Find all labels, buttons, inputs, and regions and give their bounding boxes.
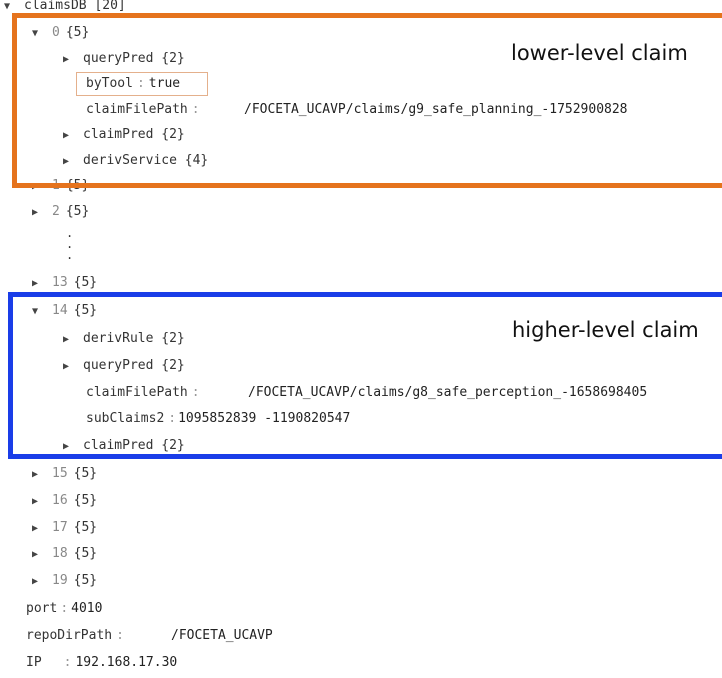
property-repoDirPath-value: /FOCETA_UCAVP xyxy=(171,628,273,643)
property-claimFilePath-value: /FOCETA_UCAVP/claims/g8_safe_perception_… xyxy=(248,385,648,400)
tree-node-2[interactable]: ▶2{5} xyxy=(32,202,89,222)
tree-node-claimPred[interactable]: ▶claimPred {2} xyxy=(63,125,185,145)
triangle-right-icon[interactable]: ▶ xyxy=(63,54,70,65)
lower-level-claim-label: lower-level claim xyxy=(511,41,688,65)
triangle-right-icon[interactable]: ▶ xyxy=(63,361,70,372)
higher-level-claim-box xyxy=(8,292,722,459)
tree-node-derivRule[interactable]: ▶derivRule {2} xyxy=(63,329,185,349)
triangle-right-icon[interactable]: ▶ xyxy=(63,130,70,141)
tree-node-claimsDB[interactable]: ▼claimsDB [20] xyxy=(4,0,126,16)
tree-node-17[interactable]: ▶17{5} xyxy=(32,518,97,538)
triangle-right-icon[interactable]: ▶ xyxy=(32,278,39,289)
triangle-down-icon[interactable]: ▼ xyxy=(32,306,39,317)
tree-node-15[interactable]: ▶15{5} xyxy=(32,464,97,484)
tree-node-19[interactable]: ▶19{5} xyxy=(32,571,97,591)
triangle-down-icon[interactable]: ▼ xyxy=(32,28,39,39)
tree-node-queryPred[interactable]: ▶queryPred {2} xyxy=(63,356,185,376)
tree-node-0[interactable]: ▼0{5} xyxy=(32,23,89,43)
triangle-right-icon[interactable]: ▶ xyxy=(32,523,39,534)
triangle-right-icon[interactable]: ▶ xyxy=(32,469,39,480)
tree-node-claimPred[interactable]: ▶claimPred {2} xyxy=(63,436,185,456)
property-subClaims2: subClaims2:1095852839 -1190820547 xyxy=(86,411,351,426)
tree-node-derivService[interactable]: ▶derivService {4} xyxy=(63,151,208,171)
ellipsis: ... xyxy=(66,226,74,262)
highlight-box xyxy=(76,72,208,96)
property-claimFilePath: claimFilePath: xyxy=(86,102,200,117)
property-ip: IP:192.168.17.30 xyxy=(26,655,178,670)
triangle-down-icon[interactable]: ▼ xyxy=(4,1,11,12)
higher-level-claim-label: higher-level claim xyxy=(512,318,699,342)
tree-node-13[interactable]: ▶13{5} xyxy=(32,273,97,293)
property-byTool: byTool:true xyxy=(86,76,181,91)
tree-node-16[interactable]: ▶16{5} xyxy=(32,491,97,511)
triangle-right-icon[interactable]: ▶ xyxy=(63,441,70,452)
triangle-right-icon[interactable]: ▶ xyxy=(32,549,39,560)
tree-node-queryPred[interactable]: ▶queryPred {2} xyxy=(63,49,185,69)
lower-level-claim-box xyxy=(12,13,722,188)
triangle-right-icon[interactable]: ▶ xyxy=(63,334,70,345)
property-claimFilePath: claimFilePath: xyxy=(86,385,200,400)
property-claimFilePath-value: /FOCETA_UCAVP/claims/g9_safe_planning_-1… xyxy=(244,102,628,117)
property-port: port:4010 xyxy=(26,601,103,616)
property-repoDirPath: repoDirPath: xyxy=(26,628,124,643)
triangle-right-icon[interactable]: ▶ xyxy=(63,156,70,167)
triangle-right-icon[interactable]: ▶ xyxy=(32,207,39,218)
triangle-right-icon[interactable]: ▶ xyxy=(32,496,39,507)
tree-node-14[interactable]: ▼14{5} xyxy=(32,301,97,321)
tree-node-18[interactable]: ▶18{5} xyxy=(32,544,97,564)
triangle-right-icon[interactable]: ▶ xyxy=(32,576,39,587)
